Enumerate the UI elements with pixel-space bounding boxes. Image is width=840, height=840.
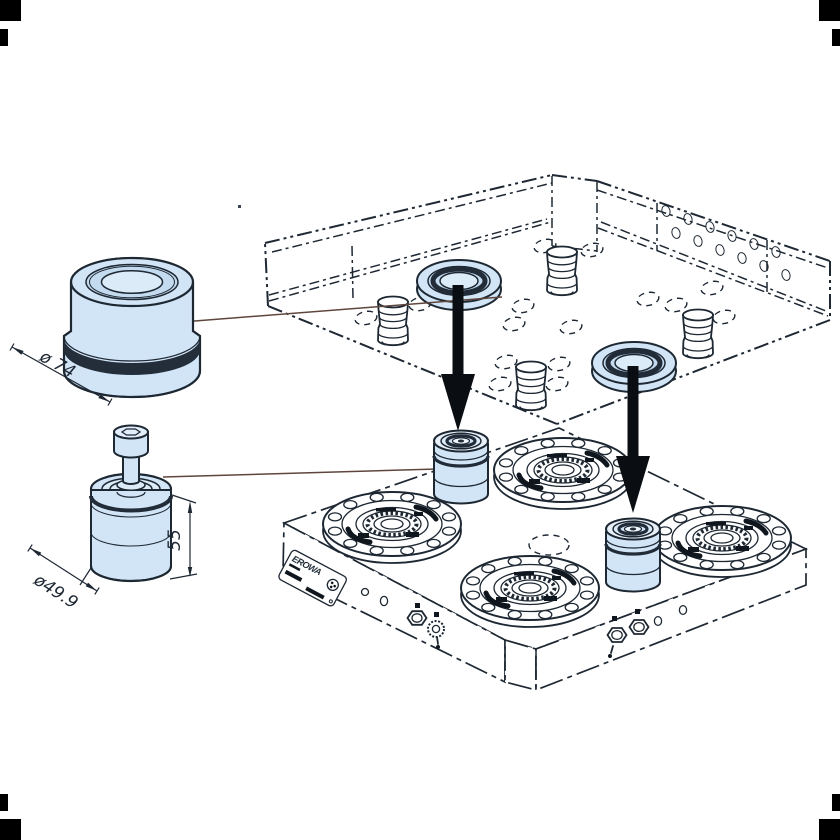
down-arrow-icon-2 (616, 366, 650, 513)
chuck-right (653, 506, 791, 577)
crop-mark-bottom-right (819, 819, 840, 840)
detail-bushing: ø 74 (9, 256, 202, 406)
clamping-stud-1 (377, 295, 409, 347)
knurled-band (64, 338, 200, 375)
clamping-stud-3 (682, 308, 714, 360)
dimension-spigot-height: 55 (165, 494, 198, 580)
crop-mark-bottom-left (0, 819, 21, 840)
leader-line-bushing (181, 296, 503, 323)
clamping-stud-4 (515, 360, 547, 412)
crop-mark-top-left (0, 0, 21, 21)
base-plate: EROWA (278, 427, 809, 692)
chuck-left (323, 492, 461, 563)
crop-mark-top-right (819, 0, 840, 21)
right-wall-connectors (606, 604, 688, 658)
clamping-stud-2 (546, 245, 578, 297)
air-fitting-hex-icon (406, 610, 428, 626)
side-wall-holes (661, 205, 791, 281)
leader-line-spigot (162, 468, 438, 478)
brand-nameplate: EROWA (278, 549, 347, 607)
adapter-on-base-1 (432, 428, 490, 506)
print-speck (238, 205, 241, 208)
dim-spigot-height-label: 55 (165, 529, 185, 551)
chuck-top (494, 438, 632, 509)
down-arrow-icon-1 (441, 285, 475, 431)
detail-spigot: ø49.9 55 (27, 424, 198, 613)
base-center-bore (528, 534, 570, 556)
brand-logo-icon (326, 578, 339, 592)
adapter-on-base-2 (604, 516, 662, 594)
left-wall-divider (351, 245, 354, 300)
dimension-spigot-diameter: ø49.9 (27, 544, 100, 613)
pallet-plate (264, 174, 831, 425)
hex-socket-icon (120, 428, 142, 436)
chuck-bottom (461, 556, 599, 627)
air-fitting-knurled-icon (427, 620, 445, 649)
left-wall-connectors (360, 587, 445, 649)
